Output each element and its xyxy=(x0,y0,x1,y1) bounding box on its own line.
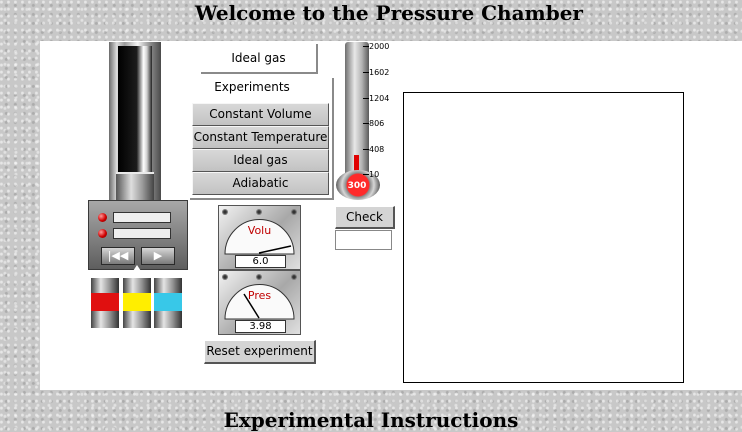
status-light-1 xyxy=(98,213,107,222)
constant-volume-button[interactable]: Constant Volume xyxy=(192,103,329,126)
thermometer-bulb xyxy=(336,170,380,200)
pressure-needle xyxy=(243,293,260,319)
thermometer-tick-label: 2000 xyxy=(369,42,390,51)
piston-chamber xyxy=(109,42,161,200)
pressure-dial xyxy=(224,284,295,320)
gas-canister-red[interactable] xyxy=(91,278,119,328)
volume-needle xyxy=(258,245,292,254)
pressure-value: 3.98 xyxy=(235,320,286,333)
readout-slot-1 xyxy=(113,212,171,223)
screw-icon xyxy=(256,209,262,215)
screw-icon xyxy=(291,209,297,215)
thermometer-tick-label: 408 xyxy=(369,145,385,154)
adiabatic-button[interactable]: Adiabatic xyxy=(192,172,329,195)
gas-canister-cyan[interactable] xyxy=(154,278,182,328)
thermometer-tick xyxy=(363,123,369,124)
temperature-value: 300 xyxy=(347,181,367,191)
tab-ideal-gas[interactable]: Ideal gas xyxy=(201,44,318,74)
tab-experiments[interactable]: Experiments xyxy=(214,80,290,94)
check-button[interactable]: Check xyxy=(335,206,395,229)
reset-experiment-button[interactable]: Reset experiment xyxy=(204,340,316,364)
volume-dial xyxy=(224,219,295,255)
volume-value: 6.0 xyxy=(235,255,286,268)
thermometer-tick-label: 806 xyxy=(369,119,385,128)
chamber-control-box: |◀◀ ▶ xyxy=(88,200,188,270)
gas-canister-yellow[interactable] xyxy=(123,278,151,328)
thermometer-tick xyxy=(363,174,369,175)
check-answer-field[interactable] xyxy=(335,230,392,250)
thermometer-tick-label: 1602 xyxy=(369,68,390,77)
screw-icon xyxy=(256,274,262,280)
instructions-heading: Experimental Instructions xyxy=(223,408,519,432)
experiments-panel: Experiments Constant Volume Constant Tem… xyxy=(190,78,334,200)
screw-icon xyxy=(222,274,228,280)
thermometer-tick xyxy=(363,46,369,47)
thermometer-tick-label: 10 xyxy=(369,170,380,179)
piston[interactable] xyxy=(116,172,154,200)
rewind-button[interactable]: |◀◀ xyxy=(101,247,135,265)
screw-icon xyxy=(222,209,228,215)
thermometer-tick xyxy=(363,98,369,99)
canister-band xyxy=(91,293,119,311)
thermometer-tick xyxy=(363,149,369,150)
thermometer-tick-label: 1204 xyxy=(369,94,390,103)
chamber-gas-column xyxy=(118,46,152,172)
play-icon: ▶ xyxy=(153,249,163,262)
graph-area xyxy=(403,92,684,383)
canister-band xyxy=(123,293,151,311)
volume-gauge: Volu 6.0 xyxy=(218,205,301,270)
page-title: Welcome to the Pressure Chamber xyxy=(195,1,583,25)
constant-temperature-button[interactable]: Constant Temperature xyxy=(192,126,329,149)
screw-icon xyxy=(291,274,297,280)
thermometer-mercury xyxy=(354,155,359,176)
volume-gauge-label: Volu xyxy=(247,224,272,237)
status-light-2 xyxy=(98,229,107,238)
play-button[interactable]: ▶ xyxy=(141,247,175,265)
thermometer-tick xyxy=(363,72,369,73)
pressure-gauge-label: Pres xyxy=(247,289,272,302)
pointer-triangle-icon xyxy=(133,265,141,271)
readout-slot-2 xyxy=(113,228,171,239)
ideal-gas-button[interactable]: Ideal gas xyxy=(192,149,329,172)
rewind-icon: |◀◀ xyxy=(107,249,129,262)
canister-band xyxy=(154,293,182,311)
pressure-gauge: Pres 3.98 xyxy=(218,270,301,335)
